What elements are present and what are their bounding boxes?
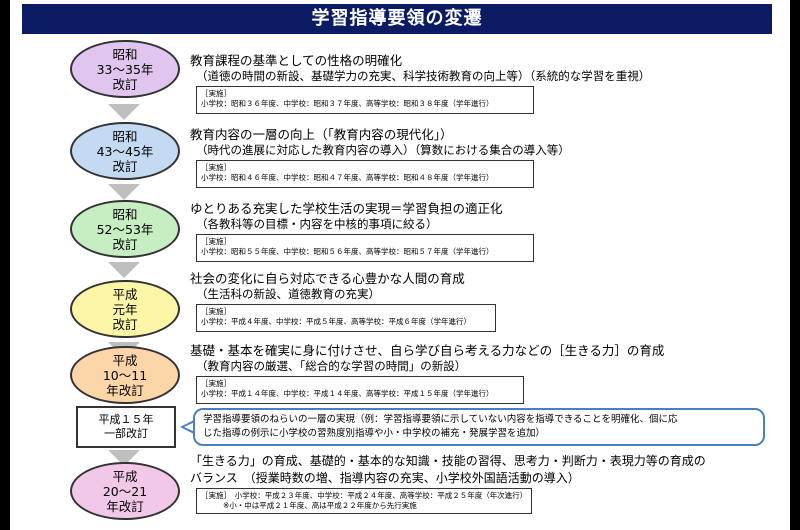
- revision-5-era: 平成: [112, 352, 138, 368]
- revision-ellipse-5: 平成 10～11 年改訂: [70, 346, 180, 404]
- revision-5-impl-text: 小学校：平成１４年度、中学校：平成１４年度、高等学校：平成１５年度（学年進行）: [201, 389, 494, 398]
- revision-5-impl-box: ［実施］ 小学校：平成１４年度、中学校：平成１４年度、高等学校：平成１５年度（学…: [196, 376, 524, 404]
- partial-revision-callout: 学習指導要領のねらいの一層の実現（例：学習指導要領に示していない内容を指導できる…: [193, 408, 765, 446]
- partial-revision-box: 平成１５年 一部改訂: [76, 406, 176, 448]
- partial-revision-year: 平成１５年: [98, 413, 154, 426]
- revision-3-headline: ゆとりある充実した学校生活の実現＝学習負担の適正化: [190, 201, 503, 216]
- revision-3-impl-box: ［実施］ 小学校：昭和５５年度、中学校：昭和５６年度、高等学校：昭和５７年度（学…: [196, 234, 534, 262]
- revision-2-era: 昭和: [112, 128, 138, 144]
- revision-6-impl-box: ［実施］ 小学校：平成２３年度、中学校：平成２４年度、高等学校：平成２５年度（年…: [196, 488, 532, 514]
- revision-4-kind: 改訂: [112, 316, 138, 332]
- revision-3-impl-text: 小学校：昭和５５年度、中学校：昭和５６年度、高等学校：昭和５７年度（学年進行）: [201, 247, 494, 256]
- revision-ellipse-6: 平成 20～21 年改訂: [70, 462, 180, 520]
- down-arrow-1: [108, 104, 140, 120]
- revision-6-impl-line-2: ※小・中は平成２１年度、高は平成２２年度から先行実施: [223, 501, 417, 510]
- revision-4-impl-text: 小学校：平成４年度、中学校：平成５年度、高等学校：平成６年度（学年進行）: [201, 317, 471, 326]
- revision-4-impl-box: ［実施］ 小学校：平成４年度、中学校：平成５年度、高等学校：平成６年度（学年進行…: [196, 304, 496, 332]
- revision-3-sub: （各教科等の目標・内容を中核的事項に絞る）: [196, 217, 438, 231]
- revision-6-era: 平成: [112, 468, 138, 484]
- revision-3-years: 52～53年: [96, 221, 154, 237]
- revision-5-years: 10～11: [102, 367, 148, 383]
- revision-4-era: 平成: [112, 286, 138, 302]
- revision-6-headline-1: 「生きる力」の育成、基礎的・基本的な知識・技能の習得、思考力・判断力・表現力等の…: [190, 454, 706, 468]
- revision-4-sub: （生活科の新設、道徳教育の充実）: [196, 287, 380, 301]
- revision-5-impl-label: ［実施］: [201, 379, 231, 388]
- revision-ellipse-3: 昭和 52～53年 改訂: [70, 200, 180, 258]
- revision-2-impl-label: ［実施］: [201, 163, 231, 172]
- revision-3-kind: 改訂: [112, 236, 138, 252]
- revision-1-years: 33～35年: [96, 61, 154, 77]
- revision-5-kind: 年改訂: [106, 382, 144, 398]
- revision-1-era: 昭和: [112, 46, 138, 62]
- revision-1-impl-box: ［実施］ 小学校：昭和３６年度、中学校：昭和３７年度、高等学校：昭和３８年度（学…: [196, 86, 534, 114]
- revision-2-sub: （時代の進展に対応した教育内容の導入）（算数における集合の導入等）: [196, 143, 570, 157]
- revision-1-impl-label: ［実施］: [201, 89, 231, 98]
- revision-1-kind: 改訂: [112, 76, 138, 92]
- revision-3-impl-label: ［実施］: [201, 237, 231, 246]
- partial-revision-kind: 一部改訂: [104, 427, 148, 440]
- revision-2-kind: 改訂: [112, 158, 138, 174]
- revision-2-years: 43～45年: [96, 143, 154, 159]
- revision-2-impl-text: 小学校：昭和４６年度、中学校：昭和４７年度、高等学校：昭和４８年度（学年進行）: [201, 173, 494, 182]
- revision-1-impl-text: 小学校：昭和３６年度、中学校：昭和３７年度、高等学校：昭和３８年度（学年進行）: [201, 99, 494, 108]
- revision-4-headline: 社会の変化に自ら対応できる心豊かな人間の育成: [190, 271, 465, 286]
- diagram-frame: 学習指導要領の変遷 昭和 33～35年 改訂 教育課程の基準としての性格の明確化…: [10, 0, 790, 530]
- revision-5-sub: （教育内容の厳選、「総合的な学習の時間」の新設）: [196, 359, 467, 373]
- callout-line-1: 学習指導要領のねらいの一層の実現（例：学習指導要領に示していない内容を指導できる…: [203, 414, 678, 425]
- revision-6-headline-2: バランス （授業時数の増、指導内容の充実、小学校外国語活動の導入）: [190, 471, 580, 485]
- revision-1-headline: 教育課程の基準としての性格の明確化: [190, 53, 403, 68]
- callout-line-2: じた指導の例示に小学校の習熟度別指導や小・中学校の補充・発展学習を追加）: [203, 428, 546, 439]
- revision-1-sub: （道徳の時間の新設、基礎学力の充実、科学技術教育の向上等）（系統的な学習を重視）: [196, 69, 651, 83]
- revision-6-impl-line-1: ［実施］ 小学校：平成２３年度、中学校：平成２４年度、高等学校：平成２５年度（年…: [201, 491, 528, 500]
- revision-2-impl-box: ［実施］ 小学校：昭和４６年度、中学校：昭和４７年度、高等学校：昭和４８年度（学…: [196, 160, 534, 188]
- diagram-title: 学習指導要領の変遷: [22, 4, 772, 34]
- revision-5-headline: 基礎・基本を確実に身に付けさせ、自ら学び自ら考える力などの［生きる力］の育成: [190, 343, 665, 358]
- revision-4-years: 元年: [112, 301, 138, 317]
- revision-6-years: 20～21: [102, 483, 148, 499]
- revision-ellipse-1: 昭和 33～35年 改訂: [70, 40, 180, 98]
- revision-4-impl-label: ［実施］: [201, 307, 231, 316]
- down-arrow-2: [108, 184, 140, 200]
- down-arrow-3: [108, 262, 140, 278]
- revision-ellipse-4: 平成 元年 改訂: [70, 280, 180, 338]
- revision-3-era: 昭和: [112, 206, 138, 222]
- revision-2-headline: 教育内容の一層の向上（「教育内容の現代化」）: [190, 127, 453, 142]
- revision-6-kind: 年改訂: [106, 498, 144, 514]
- revision-ellipse-2: 昭和 43～45年 改訂: [70, 122, 180, 180]
- callout-pointer-fill: [184, 422, 195, 432]
